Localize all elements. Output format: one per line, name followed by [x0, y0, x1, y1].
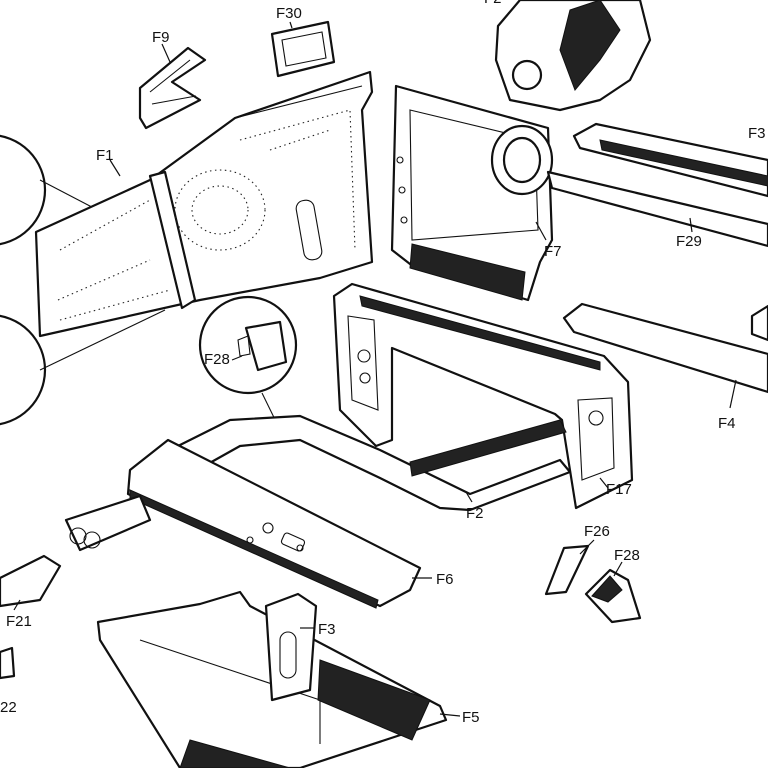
part-f17-frame	[332, 282, 634, 510]
part-f2-frame	[168, 414, 572, 512]
part-f7-panel	[390, 84, 554, 302]
label-f28-top: F28	[204, 351, 230, 368]
label-f30: F30	[276, 5, 302, 22]
part-f21-bracket	[0, 554, 62, 608]
part-f1-bulkhead	[34, 70, 374, 338]
label-f6: F6	[436, 571, 454, 588]
part-f3-bracket	[264, 592, 318, 702]
part-f4-rail	[562, 302, 768, 394]
part-f9-bracket	[138, 46, 207, 130]
label-f4: F4	[718, 415, 736, 432]
label-f27: F2	[484, 0, 502, 7]
part-labels: F9 F30 F2 F3 F1 F7 F29 F28 F4 F17 F2 F26…	[0, 0, 766, 726]
part-f30-clip	[270, 20, 336, 78]
label-f26: F26	[584, 523, 610, 540]
part-f26-plate	[544, 544, 590, 596]
label-f17: F17	[606, 481, 632, 498]
part-left-tube	[64, 494, 152, 552]
part-f22-fragment	[0, 646, 16, 680]
label-f29: F29	[676, 233, 702, 250]
label-f3: F3	[318, 621, 336, 638]
label-f5: F5	[462, 709, 480, 726]
label-f9: F9	[152, 29, 170, 46]
part-f27-housing	[494, 0, 652, 112]
part-f29-rail	[546, 170, 768, 248]
label-f2: F2	[466, 505, 484, 522]
leader-lines	[13, 21, 737, 717]
label-f1: F1	[96, 147, 114, 164]
label-f7: F7	[544, 243, 562, 260]
label-f21: F21	[6, 613, 32, 630]
label-f3-upper: F3	[748, 125, 766, 142]
label-f28-right: F28	[614, 547, 640, 564]
part-f6-crossmember	[126, 438, 422, 609]
part-f28-bracket	[584, 568, 642, 624]
detail-callout-circles	[0, 134, 166, 426]
part-f3-rail-upper	[572, 122, 768, 198]
label-f22: 22	[0, 699, 17, 716]
